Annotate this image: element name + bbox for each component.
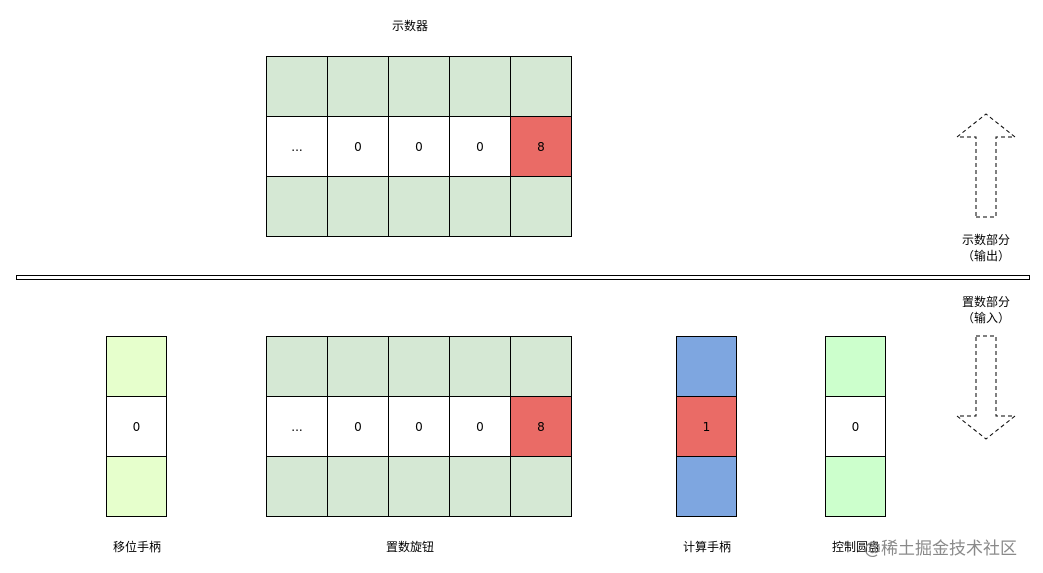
- display-cell: [510, 176, 572, 237]
- setting-cell: [449, 456, 511, 517]
- shift-handle: 0: [106, 336, 167, 517]
- shift-handle-value: 0: [106, 396, 167, 457]
- control-disc-cell: [825, 336, 886, 397]
- setting-cell: [388, 336, 450, 397]
- shift-handle-cell: [106, 336, 167, 397]
- display-cell: [449, 176, 511, 237]
- display-grid: ... 0 0 0 8: [266, 56, 572, 237]
- setting-cell: [327, 456, 389, 517]
- setting-cell: [449, 336, 511, 397]
- calc-handle-cell: [676, 336, 737, 397]
- setting-digit: ...: [266, 396, 328, 457]
- setting-title: 置数旋钮: [385, 540, 434, 554]
- display-cell: [327, 176, 389, 237]
- setting-cell: [266, 336, 328, 397]
- calc-handle-label: 计算手柄: [682, 540, 731, 554]
- setting-cell: [266, 456, 328, 517]
- setting-grid: ... 0 0 0 8: [266, 336, 572, 517]
- display-cell: [266, 56, 328, 117]
- control-disc: 0: [825, 336, 886, 517]
- display-cell: [510, 56, 572, 117]
- display-cell: [388, 176, 450, 237]
- shift-handle-label: 移位手柄: [112, 540, 161, 554]
- setting-digit: 0: [327, 396, 389, 457]
- setting-cell: [327, 336, 389, 397]
- control-disc-label: 控制圆盘: [831, 540, 880, 554]
- arrow-up-icon: [955, 113, 1017, 218]
- display-digit: 0: [388, 116, 450, 177]
- setting-cell: [388, 456, 450, 517]
- display-cell: [388, 56, 450, 117]
- display-digit: 0: [327, 116, 389, 177]
- display-title: 示数器: [391, 19, 428, 33]
- watermark: @稀土掘金技术社区: [864, 539, 1017, 559]
- setting-cell: [510, 336, 572, 397]
- setting-digit: 0: [388, 396, 450, 457]
- input-section-label: 置数部分 （输入）: [936, 294, 1036, 326]
- display-digit: 0: [449, 116, 511, 177]
- output-section-line2: （输出）: [961, 249, 1010, 263]
- output-section-label: 示数部分 （输出）: [936, 232, 1036, 264]
- calc-handle: 1: [676, 336, 737, 517]
- shift-handle-cell: [106, 456, 167, 517]
- input-section-line1: 置数部分: [961, 295, 1010, 309]
- display-cell: [449, 56, 511, 117]
- display-cell: [327, 56, 389, 117]
- arrow-down-icon: [955, 335, 1017, 440]
- control-disc-value: 0: [825, 396, 886, 457]
- setting-digit-active: 8: [510, 396, 572, 457]
- setting-cell: [510, 456, 572, 517]
- calc-handle-value: 1: [676, 396, 737, 457]
- setting-digit: 0: [449, 396, 511, 457]
- control-disc-cell: [825, 456, 886, 517]
- display-cell: [266, 176, 328, 237]
- input-section-line2: （输入）: [961, 311, 1010, 325]
- output-section-line1: 示数部分: [961, 233, 1010, 247]
- calc-handle-cell: [676, 456, 737, 517]
- display-digit: ...: [266, 116, 328, 177]
- display-digit-active: 8: [510, 116, 572, 177]
- section-divider: [16, 275, 1030, 280]
